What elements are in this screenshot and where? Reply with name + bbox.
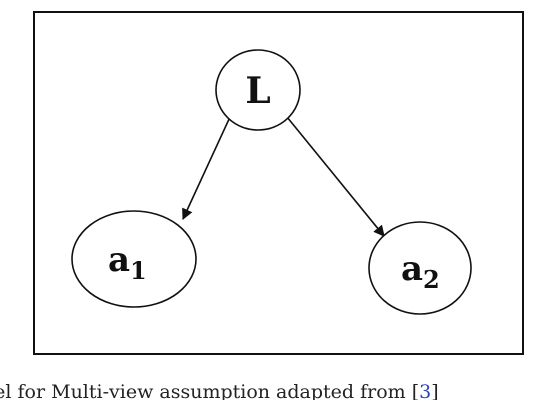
figure-caption: del for Multi-view assumption adapted fr… [0, 380, 538, 400]
node-l-label: L [245, 70, 270, 112]
node-l: L [215, 49, 301, 131]
caption-text: del for Multi-view assumption adapted fr… [0, 381, 420, 400]
node-a1-circle [71, 210, 197, 308]
node-a2-label: a2 [401, 249, 440, 294]
edge-l-to-a1 [182, 116, 231, 221]
node-l-circle [215, 49, 301, 131]
node-a1-subscript: 1 [130, 256, 147, 285]
caption-bracket-close: ] [431, 381, 439, 400]
node-a1: a1 [71, 210, 197, 308]
figure-frame [33, 11, 524, 355]
node-a2: a2 [368, 221, 472, 315]
node-a1-label: a1 [108, 240, 147, 285]
citation-link[interactable]: 3 [419, 381, 432, 400]
node-a2-circle [368, 221, 472, 315]
node-a1-letter: a [108, 240, 130, 280]
edge-l-to-a2 [286, 116, 385, 237]
figure-caption-line: del for Multi-view assumption adapted fr… [0, 380, 439, 400]
node-a2-letter: a [401, 249, 423, 289]
node-a2-subscript: 2 [423, 265, 440, 294]
